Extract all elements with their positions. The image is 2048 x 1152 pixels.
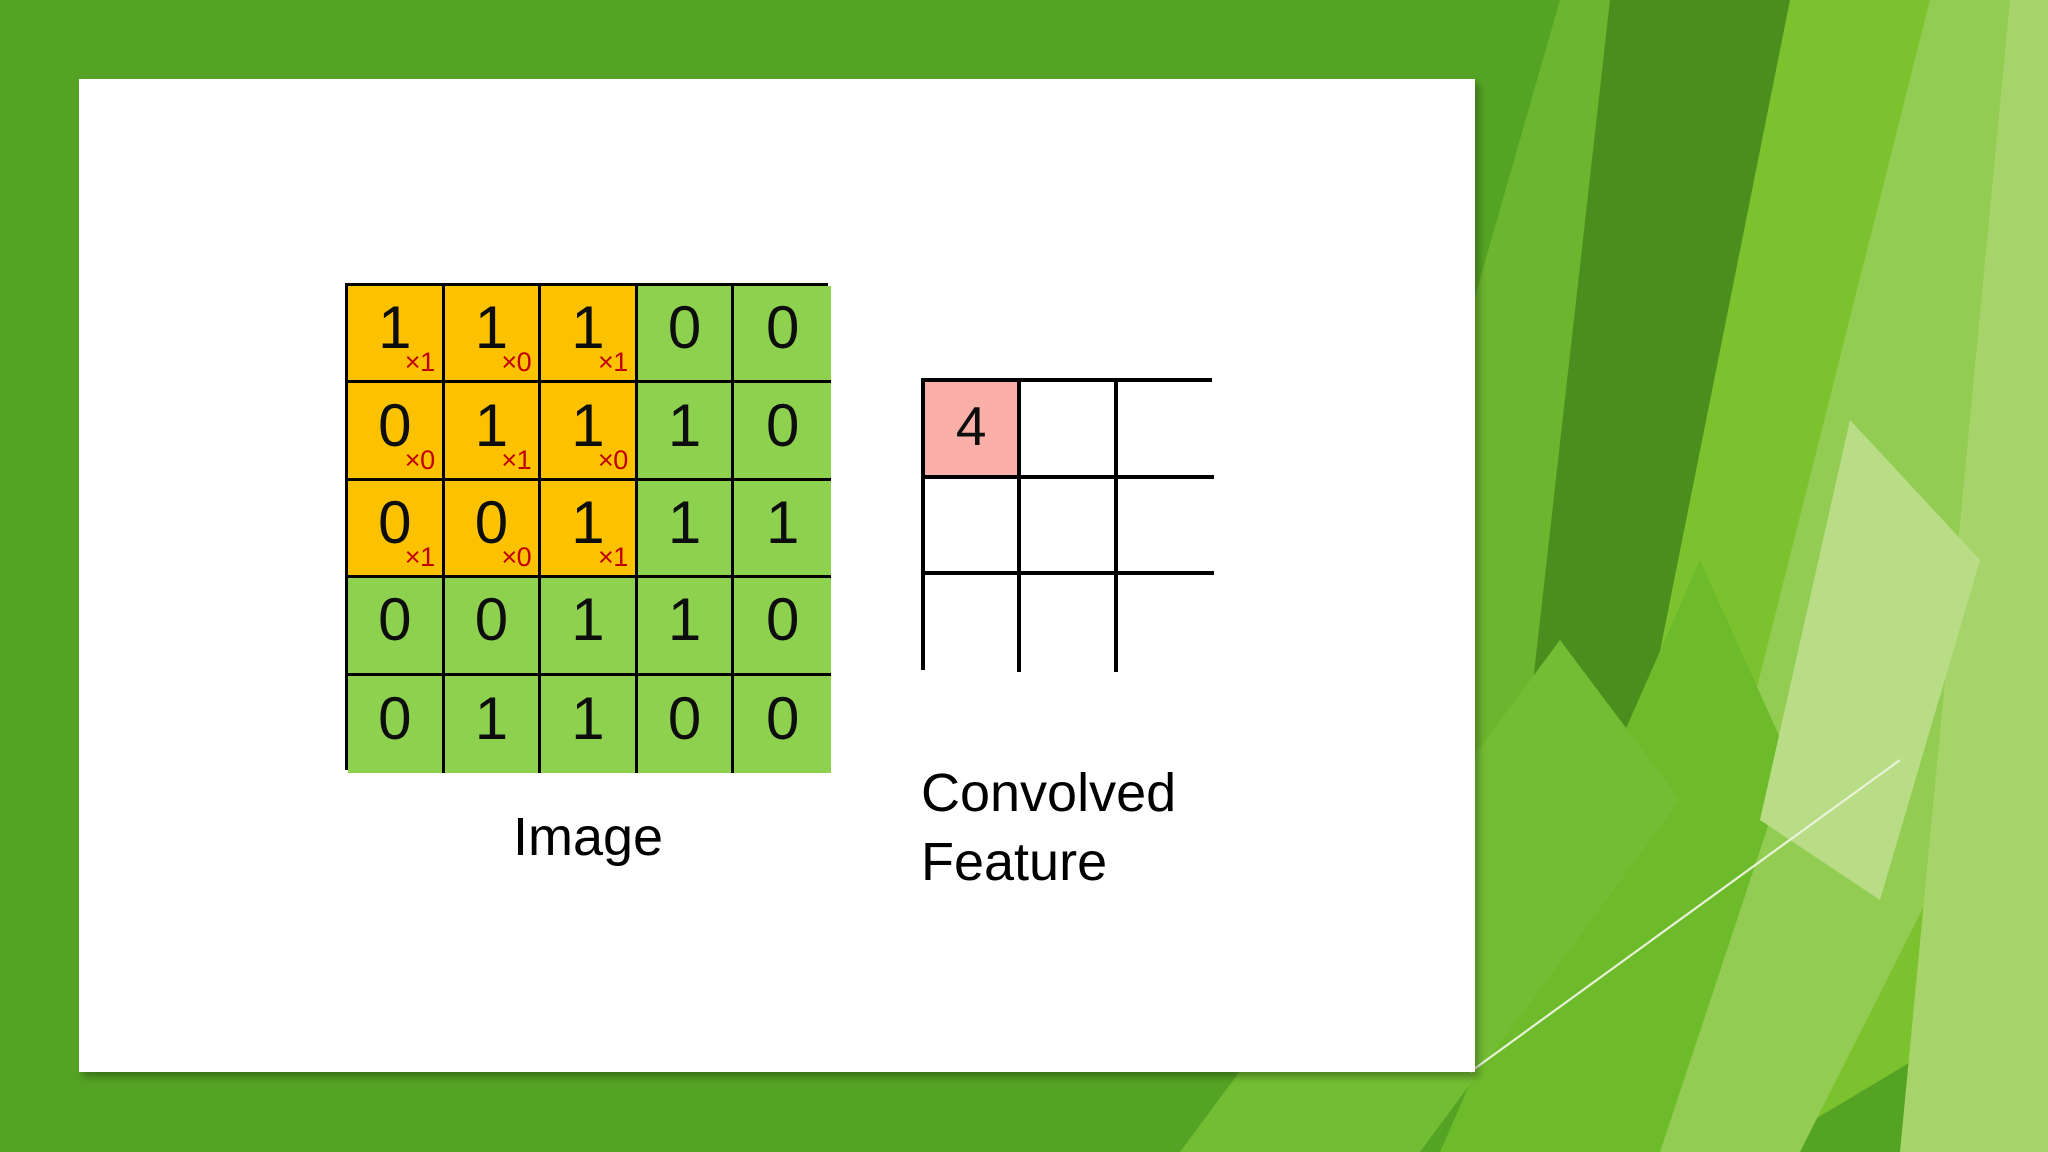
- image-cell-r0c2[interactable]: 1 ×1: [541, 286, 638, 384]
- cell-value: 0: [765, 685, 800, 753]
- facet-shape-pale-2: [1900, 0, 2048, 1152]
- feature-value: 4: [955, 394, 987, 457]
- feature-cell-r2c2[interactable]: [1117, 575, 1214, 672]
- kernel-multiplier: ×0: [404, 444, 435, 475]
- image-cell-r2c0[interactable]: 0 ×1: [348, 480, 445, 579]
- cell-value: 1: [474, 294, 509, 362]
- image-cell-r3c4[interactable]: 0: [734, 578, 831, 676]
- image-matrix-grid: 1 ×1 1 ×0 1 ×1 0 0 0: [345, 283, 831, 773]
- cell-value: 1: [571, 586, 605, 654]
- facet-shape-pale-3: [1760, 420, 1980, 900]
- image-cell-r0c4[interactable]: 0: [734, 286, 831, 384]
- facet-shape-mid-1: [1440, 560, 1790, 1152]
- cell-value: 0: [474, 586, 509, 654]
- image-cell-r4c3[interactable]: 0: [637, 675, 735, 773]
- image-cell-r0c1[interactable]: 1 ×0: [444, 286, 542, 384]
- cell-value: 1: [378, 294, 412, 362]
- image-cell-r1c4[interactable]: 0: [734, 383, 831, 481]
- cell-value: 0: [378, 488, 412, 556]
- cell-value: 1: [474, 685, 509, 753]
- cell-value: 1: [571, 685, 605, 753]
- kernel-multiplier: ×1: [597, 347, 628, 378]
- cell-value: 0: [474, 488, 509, 556]
- image-cell-r1c1[interactable]: 1 ×1: [444, 383, 542, 481]
- feature-cell-r0c0[interactable]: 4: [925, 382, 1022, 479]
- feature-cell-r0c2[interactable]: [1117, 382, 1214, 479]
- cell-value: 0: [378, 391, 412, 459]
- image-cell-r0c3[interactable]: 0: [637, 286, 735, 384]
- image-matrix-figure: 1 ×1 1 ×0 1 ×1 0 0 0: [345, 283, 831, 773]
- kernel-multiplier: ×0: [597, 444, 628, 475]
- image-cell-r2c2[interactable]: 1 ×1: [541, 480, 638, 579]
- cell-value: 0: [378, 586, 412, 654]
- facet-shape-dark-1: [1480, 0, 1870, 1152]
- cell-value: 0: [765, 391, 800, 459]
- image-cell-r3c3[interactable]: 1: [637, 578, 735, 676]
- kernel-multiplier: ×1: [404, 542, 435, 573]
- kernel-multiplier: ×0: [501, 542, 532, 573]
- feature-cell-r1c1[interactable]: [1021, 478, 1118, 576]
- cell-value: 1: [571, 488, 605, 556]
- feature-cell-r0c1[interactable]: [1021, 382, 1118, 479]
- feature-cell-r2c0[interactable]: [925, 575, 1022, 672]
- feature-cell-r1c2[interactable]: [1117, 478, 1214, 576]
- kernel-multiplier: ×1: [597, 542, 628, 573]
- cell-value: 1: [765, 488, 800, 556]
- cell-value: 0: [765, 586, 800, 654]
- image-cell-r3c0[interactable]: 0: [348, 578, 445, 676]
- convolved-feature-grid: 4: [921, 378, 1214, 672]
- caption-line-2: Feature: [921, 832, 1108, 893]
- image-cell-r0c0[interactable]: 1 ×1: [348, 286, 445, 384]
- cell-value: 0: [667, 294, 702, 362]
- image-cell-r4c0[interactable]: 0: [348, 675, 445, 773]
- feature-cell-r1c0[interactable]: [925, 478, 1022, 576]
- image-cell-r4c2[interactable]: 1: [541, 675, 638, 773]
- cell-value: 1: [571, 391, 605, 459]
- caption-line-1: Convolved: [921, 763, 1177, 823]
- cell-value: 0: [765, 294, 800, 362]
- image-cell-r4c1[interactable]: 1: [444, 675, 542, 773]
- convolved-feature-figure: 4: [921, 378, 1214, 672]
- kernel-multiplier: ×1: [501, 444, 532, 475]
- facet-shape-pale-1: [1640, 0, 2048, 1152]
- image-cell-r2c4[interactable]: 1: [734, 480, 831, 579]
- slide-content-panel: 1 ×1 1 ×0 1 ×1 0 0 0: [79, 79, 1475, 1072]
- image-matrix-caption: Image: [512, 807, 664, 867]
- cell-value: 1: [571, 294, 605, 362]
- image-cell-r2c1[interactable]: 0 ×0: [444, 480, 542, 579]
- cell-value: 0: [667, 685, 702, 753]
- image-cell-r2c3[interactable]: 1: [637, 480, 735, 579]
- kernel-multiplier: ×1: [404, 347, 435, 378]
- facet-highlight-line: [1469, 759, 1901, 1073]
- facet-shape-light-2: [1560, 0, 2048, 1152]
- cell-value: 1: [474, 391, 509, 459]
- cell-value: 1: [667, 488, 702, 556]
- feature-cell-r2c1[interactable]: [1021, 575, 1118, 672]
- kernel-multiplier: ×0: [501, 347, 532, 378]
- image-cell-r3c2[interactable]: 1: [541, 578, 638, 676]
- image-cell-r1c2[interactable]: 1 ×0: [541, 383, 638, 481]
- cell-value: 1: [667, 586, 702, 654]
- image-cell-r3c1[interactable]: 0: [444, 578, 542, 676]
- cell-value: 1: [667, 391, 702, 459]
- image-cell-r4c4[interactable]: 0: [734, 675, 831, 773]
- cell-value: 0: [378, 685, 412, 753]
- convolved-feature-caption: Convolved Feature: [921, 759, 1351, 897]
- image-cell-r1c0[interactable]: 0 ×0: [348, 383, 445, 481]
- image-cell-r1c3[interactable]: 1: [637, 383, 735, 481]
